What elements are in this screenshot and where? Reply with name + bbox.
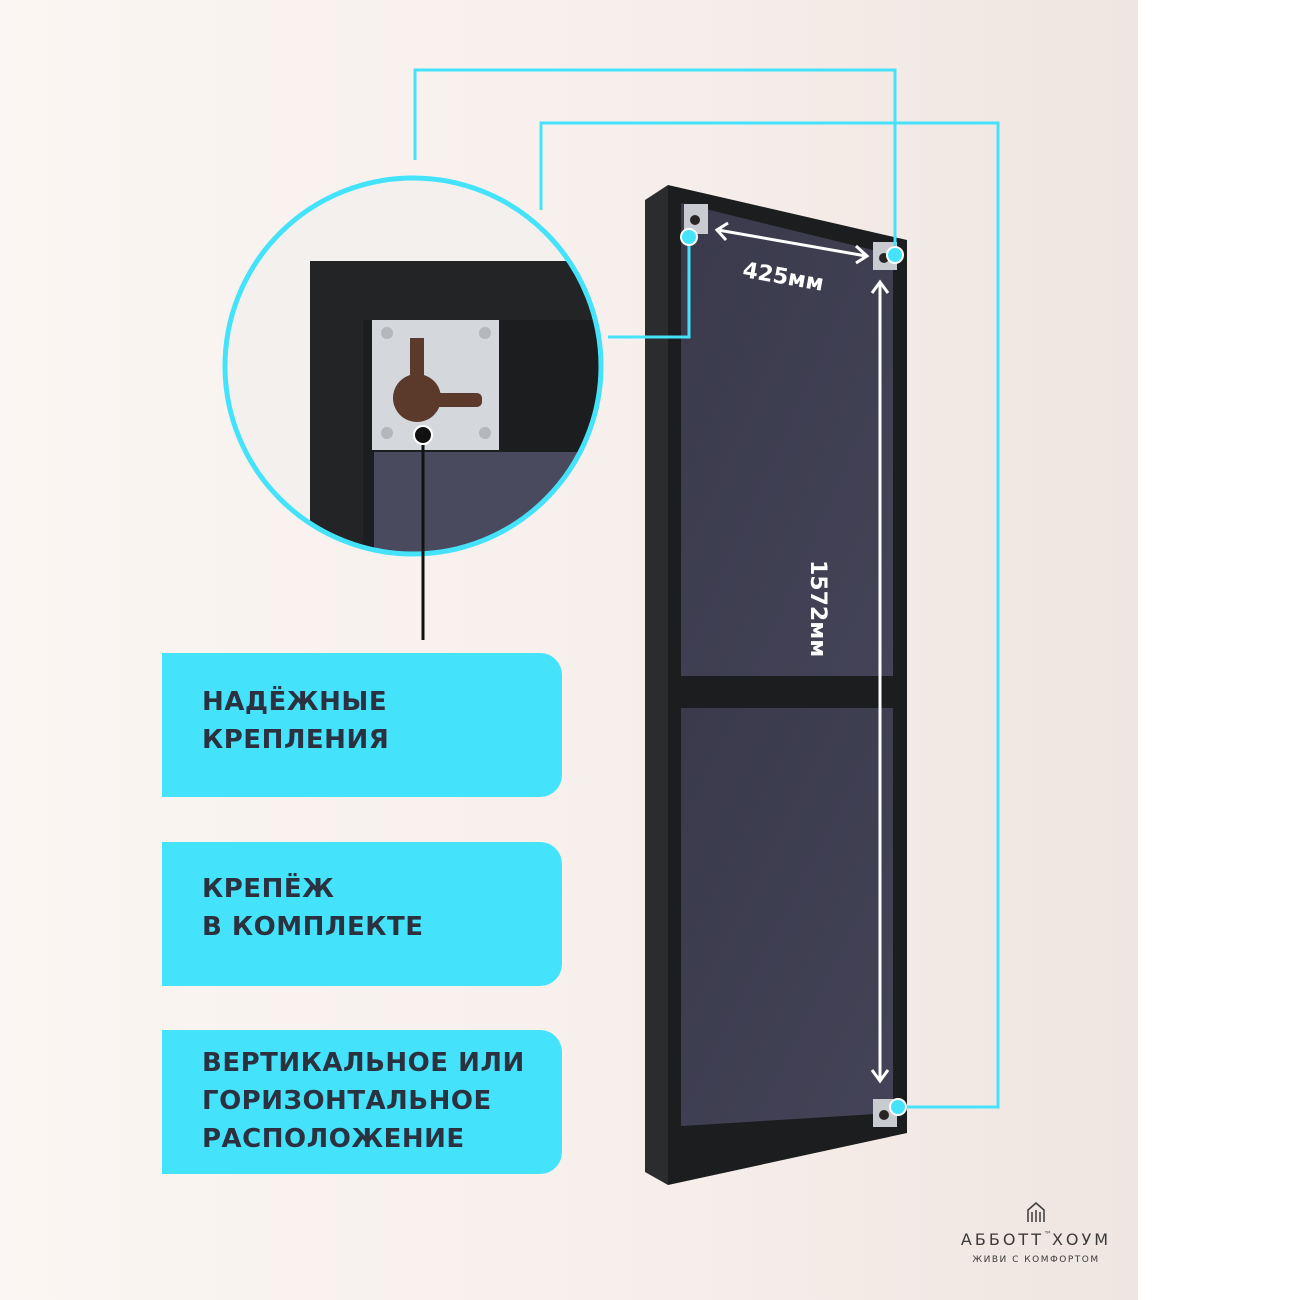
brand-name-main: АББОТТ: [960, 1230, 1044, 1249]
leader-lines: [413, 68, 1000, 1109]
feature-line: ВЕРТИКАЛЬНОЕ ИЛИ: [202, 1048, 525, 1078]
brand-logo-icon: [1027, 1202, 1045, 1222]
feature-card-mounts: НАДЁЖНЫЕ КРЕПЛЕНИЯ: [162, 653, 562, 797]
feature-line: КРЕПЛЕНИЯ: [202, 725, 390, 755]
feature-orientation-text: ВЕРТИКАЛЬНОЕ ИЛИ ГОРИЗОНТАЛЬНОЕ РАСПОЛОЖ…: [202, 1044, 525, 1158]
feature-card-kit: КРЕПЁЖ В КОМПЛЕКТЕ: [162, 842, 562, 986]
feature-line: В КОМПЛЕКТЕ: [202, 912, 424, 942]
feature-line: РАСПОЛОЖЕНИЕ: [202, 1124, 465, 1154]
brand-trademark: ™: [1043, 1230, 1052, 1239]
dimension-width-arrow: [714, 221, 870, 265]
feature-mounts-text: НАДЁЖНЫЕ КРЕПЛЕНИЯ: [202, 683, 389, 759]
zoom-circle: [222, 175, 604, 557]
brand-name: АББОТТ™ХОУМ: [946, 1230, 1126, 1249]
brand: АББОТТ™ХОУМ ЖИВИ С КОМФОРТОМ: [946, 1200, 1126, 1265]
feature-line: ГОРИЗОНТАЛЬНОЕ: [202, 1086, 492, 1116]
feature-card-orientation: ВЕРТИКАЛЬНОЕ ИЛИ ГОРИЗОНТАЛЬНОЕ РАСПОЛОЖ…: [162, 1030, 562, 1174]
feature-line: НАДЁЖНЫЕ: [202, 687, 388, 717]
brand-name-suffix: ХОУМ: [1051, 1230, 1112, 1249]
mirror: [645, 185, 907, 1185]
pointer-dot: [413, 425, 433, 445]
brand-tagline: ЖИВИ С КОМФОРТОМ: [972, 1255, 1100, 1265]
height-label: 1572мм: [805, 560, 830, 658]
feature-kit-text: КРЕПЁЖ В КОМПЛЕКТЕ: [202, 870, 423, 946]
feature-line: КРЕПЁЖ: [202, 874, 335, 904]
dimension-height-arrow: [870, 279, 890, 1084]
